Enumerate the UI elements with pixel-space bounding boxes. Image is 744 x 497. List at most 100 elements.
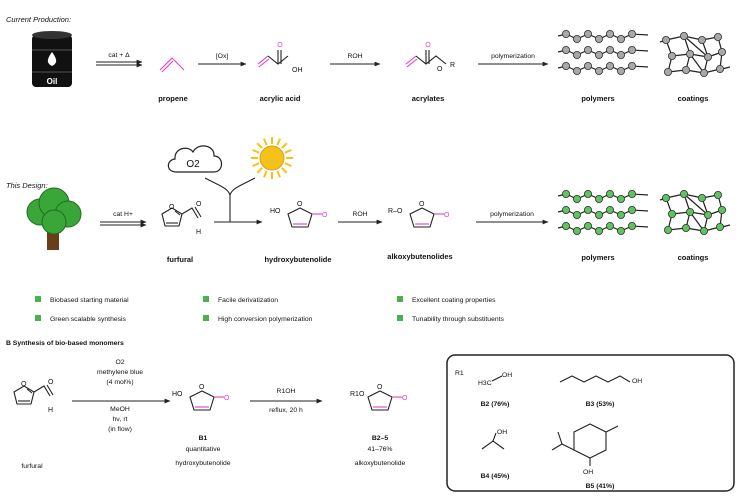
furfural-b-label: furfural <box>21 463 43 470</box>
acrylic-o: O <box>277 42 283 49</box>
oil-label: Oil <box>47 77 58 86</box>
network-node <box>686 207 695 216</box>
propene-label: propene <box>158 94 188 103</box>
network-node <box>700 69 709 78</box>
polymers-grey-icon <box>557 29 649 76</box>
step-roh-middle: ROH <box>352 211 367 218</box>
step-ox: [Ox] <box>216 53 229 60</box>
monomer-bead <box>617 210 626 219</box>
bullet-icon <box>397 296 403 302</box>
b1-name: hydroxybutenolide <box>175 460 230 467</box>
cond1-3: MeOH <box>110 406 130 413</box>
network-node <box>718 205 727 214</box>
cond1-0: O2 <box>115 359 124 366</box>
b2-h3c: H3C <box>478 380 492 387</box>
network-node <box>698 193 707 202</box>
monomer-bead <box>595 210 604 219</box>
feature-2: Facile derivatization <box>218 297 278 304</box>
furfural-structure-middle: O O H furfural <box>161 201 202 264</box>
network-node <box>680 189 689 198</box>
network-node <box>662 36 671 45</box>
network-node <box>686 50 695 59</box>
network-node <box>716 65 725 74</box>
monomer-bead <box>584 62 593 71</box>
alkoxy-o: O <box>444 212 450 219</box>
monomer-bead <box>573 67 582 76</box>
acrylates-structure: O O R acrylates <box>405 42 455 103</box>
monomer-bead <box>562 46 571 55</box>
monomer-bead <box>595 226 604 235</box>
hydroxy-ho: HO <box>270 208 281 215</box>
network-node <box>680 32 689 41</box>
monomer-bead <box>628 205 637 214</box>
feature-list: Biobased starting material Facile deriva… <box>35 296 505 323</box>
feature-6: Tunability through substituents <box>412 316 505 323</box>
monomer-bead <box>606 62 615 71</box>
polymers-label-top: polymers <box>581 94 614 103</box>
bullet-icon <box>397 315 403 321</box>
acrylic-acid-structure: O OH acrylic acid <box>257 42 303 103</box>
network-node <box>704 210 713 219</box>
convergence-line <box>204 177 256 197</box>
hydroxybutenolide-structure: HO O O hydroxybutenolide <box>264 201 331 264</box>
monomer-bead <box>584 189 593 198</box>
tree-icon <box>26 187 82 250</box>
b3-label: B3 (53%) <box>586 401 615 408</box>
b4-label: B4 (45%) <box>481 473 510 480</box>
acrylate-r: R <box>450 62 455 69</box>
network-node <box>714 33 723 42</box>
network-node <box>682 66 691 75</box>
cond1-5: (in flow) <box>108 426 132 433</box>
bullet-icon <box>35 315 41 321</box>
polymers-green-icon <box>557 189 649 235</box>
coatings-label-middle: coatings <box>678 253 709 262</box>
furfural-o: O <box>196 201 202 208</box>
cond1-2: (4 mol%) <box>106 379 133 386</box>
b3-oh: OH <box>632 378 642 385</box>
furfural-b-h: H <box>48 407 53 414</box>
monomer-bead <box>562 62 571 71</box>
monomer-bead <box>595 35 604 44</box>
monomer-bead <box>573 35 582 44</box>
monomer-bead <box>595 67 604 76</box>
cloud-icon: O2 <box>167 145 223 173</box>
b5-label: B5 (41%) <box>586 483 615 490</box>
monomer-bead <box>617 67 626 76</box>
b1-ho: HO <box>172 391 183 398</box>
acrylic-oh: OH <box>292 67 303 74</box>
acrylic-acid-label: acrylic acid <box>260 94 301 103</box>
b25-r1o: R1O <box>350 391 365 398</box>
coatings-grey-icon <box>659 32 731 78</box>
propene-structure: propene <box>158 57 188 103</box>
monomer-bead <box>573 226 582 235</box>
network-node <box>714 190 723 199</box>
b5-oh: OH <box>583 469 593 476</box>
coatings-green-icon <box>659 189 731 235</box>
furfural-b-o: O <box>48 379 54 386</box>
b1-o: O <box>224 395 230 402</box>
cond2-1: reflux, 20 h <box>269 407 303 414</box>
coatings-label-top: coatings <box>678 94 709 103</box>
current-production-label: Current Production: <box>6 15 71 24</box>
feature-4: Green scalable synthesis <box>50 316 127 323</box>
monomer-bead <box>595 194 604 203</box>
furfural-structure-b: O O H furfural <box>13 379 54 470</box>
sun-icon <box>251 137 293 179</box>
oil-barrel-icon: Oil <box>32 31 72 87</box>
conditions-photooxidation: O2 methylene blue (4 mol%) MeOH hν, rt (… <box>97 359 143 433</box>
step-cat-h: cat H+ <box>113 211 133 218</box>
network-node <box>700 226 709 235</box>
monomer-bead <box>573 51 582 60</box>
feature-1: Biobased starting material <box>50 297 129 304</box>
monomer-bead <box>628 62 637 71</box>
feature-3: Excellent coating properties <box>412 297 496 304</box>
monomer-bead <box>595 51 604 60</box>
substituent-box: R1 H3C OH B2 (76%) OH B3 (53%) OH B4 (45… <box>446 354 735 492</box>
network-node <box>664 68 673 77</box>
monomer-bead <box>628 221 637 230</box>
bullet-icon <box>35 296 41 302</box>
monomer-bead <box>617 194 626 203</box>
b2-label: B2 (76%) <box>481 401 510 408</box>
monomer-bead <box>617 51 626 60</box>
